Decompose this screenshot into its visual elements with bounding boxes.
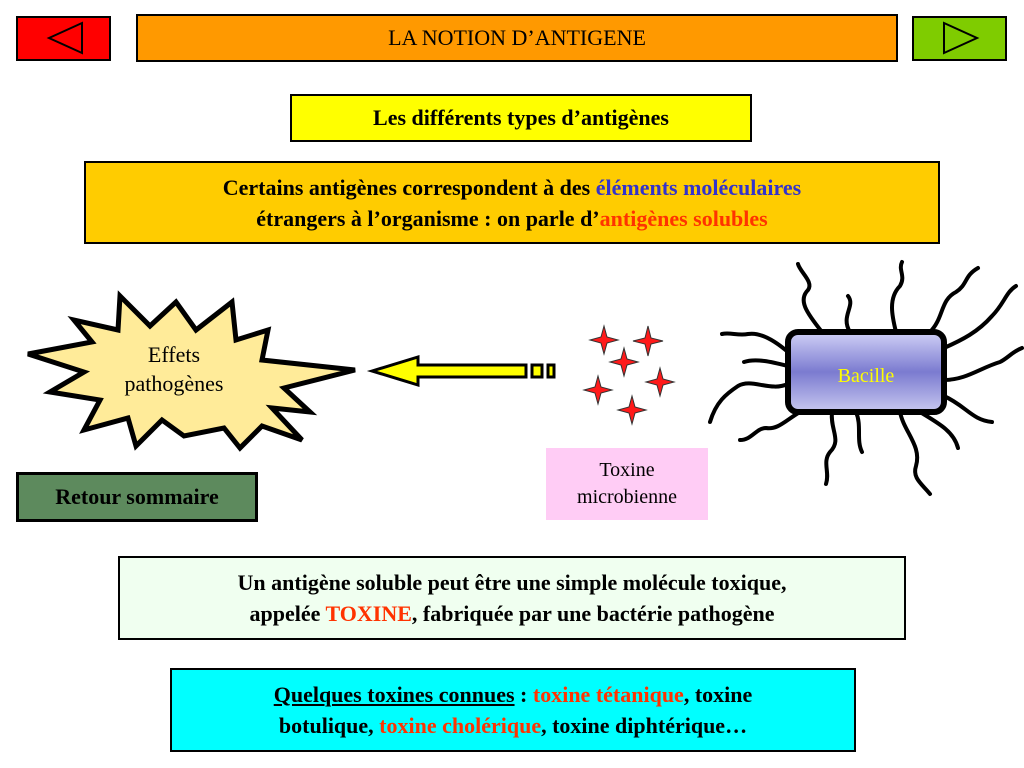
page-title: LA NOTION D’ANTIGENE <box>136 14 898 62</box>
toxin-star-icon <box>588 324 620 356</box>
known-toxins-text-b: botulique, <box>278 713 380 738</box>
toxine-highlight: TOXINE <box>325 601 412 626</box>
toxin-star-icon <box>644 366 676 398</box>
intro-text-1: Certains antigènes correspondent à des <box>222 174 596 200</box>
toxine-microbienne-label: Toxine microbienne <box>546 448 708 520</box>
known-toxins-heading: Quelques toxines connues <box>273 682 515 707</box>
soluble-antigen-box: Un antigène soluble peut être une simple… <box>118 556 906 640</box>
bacillus-body <box>785 329 947 415</box>
pathogenic-effects-burst <box>27 290 356 452</box>
triangle-left-icon <box>46 21 83 55</box>
section-subtitle: Les différents types d’antigènes <box>290 94 752 142</box>
previous-slide-button[interactable] <box>16 16 111 61</box>
toxin-star-icon <box>582 374 614 406</box>
soluble-text-2: appelée <box>249 601 326 626</box>
intro-highlight-elements: éléments moléculaires <box>595 174 802 200</box>
bacille-label: Bacille <box>837 365 895 387</box>
soluble-text-3: , fabriquée par une bactérie pathogène <box>411 601 775 626</box>
intro-highlight-antigenes: antigènes solubles <box>599 205 768 231</box>
arrow-icon <box>366 354 556 388</box>
known-toxins-text-c: , toxine diphtérique… <box>541 713 748 738</box>
next-slide-button[interactable] <box>912 16 1007 61</box>
toxin-star-icon <box>632 325 664 357</box>
retour-sommaire-button[interactable]: Retour sommaire <box>16 472 258 522</box>
toxine-cholerique: toxine cholérique <box>379 713 542 738</box>
toxin-star-icon <box>608 346 640 378</box>
toxin-molecules <box>582 324 676 426</box>
known-toxins-box: Quelques toxines connues : toxine tétani… <box>170 668 856 752</box>
intro-text-2: étrangers à l’organisme : on parle d’ <box>256 205 600 231</box>
effets-pathogenes-label: Effets pathogènes <box>86 340 262 398</box>
toxine-tetanique: toxine tétanique <box>532 682 684 707</box>
known-toxins-sep: : <box>514 682 533 707</box>
page-title-text: LA NOTION D’ANTIGENE <box>388 25 646 50</box>
effets-line-2: pathogènes <box>124 371 224 396</box>
effets-line-1: Effets <box>147 342 201 367</box>
bacillus-flagella <box>708 260 1024 496</box>
soluble-text-1: Un antigène soluble peut être une simple… <box>237 570 787 595</box>
retour-label: Retour sommaire <box>55 484 219 509</box>
intro-box: Certains antigènes correspondent à des é… <box>84 161 940 244</box>
toxine-line-2: microbienne <box>577 486 677 508</box>
toxin-star-icon <box>616 394 648 426</box>
subtitle-text: Les différents types d’antigènes <box>373 105 669 130</box>
toxine-line-1: Toxine <box>599 459 655 481</box>
known-toxins-text-a: , toxine <box>683 682 753 707</box>
triangle-right-icon <box>943 21 980 55</box>
